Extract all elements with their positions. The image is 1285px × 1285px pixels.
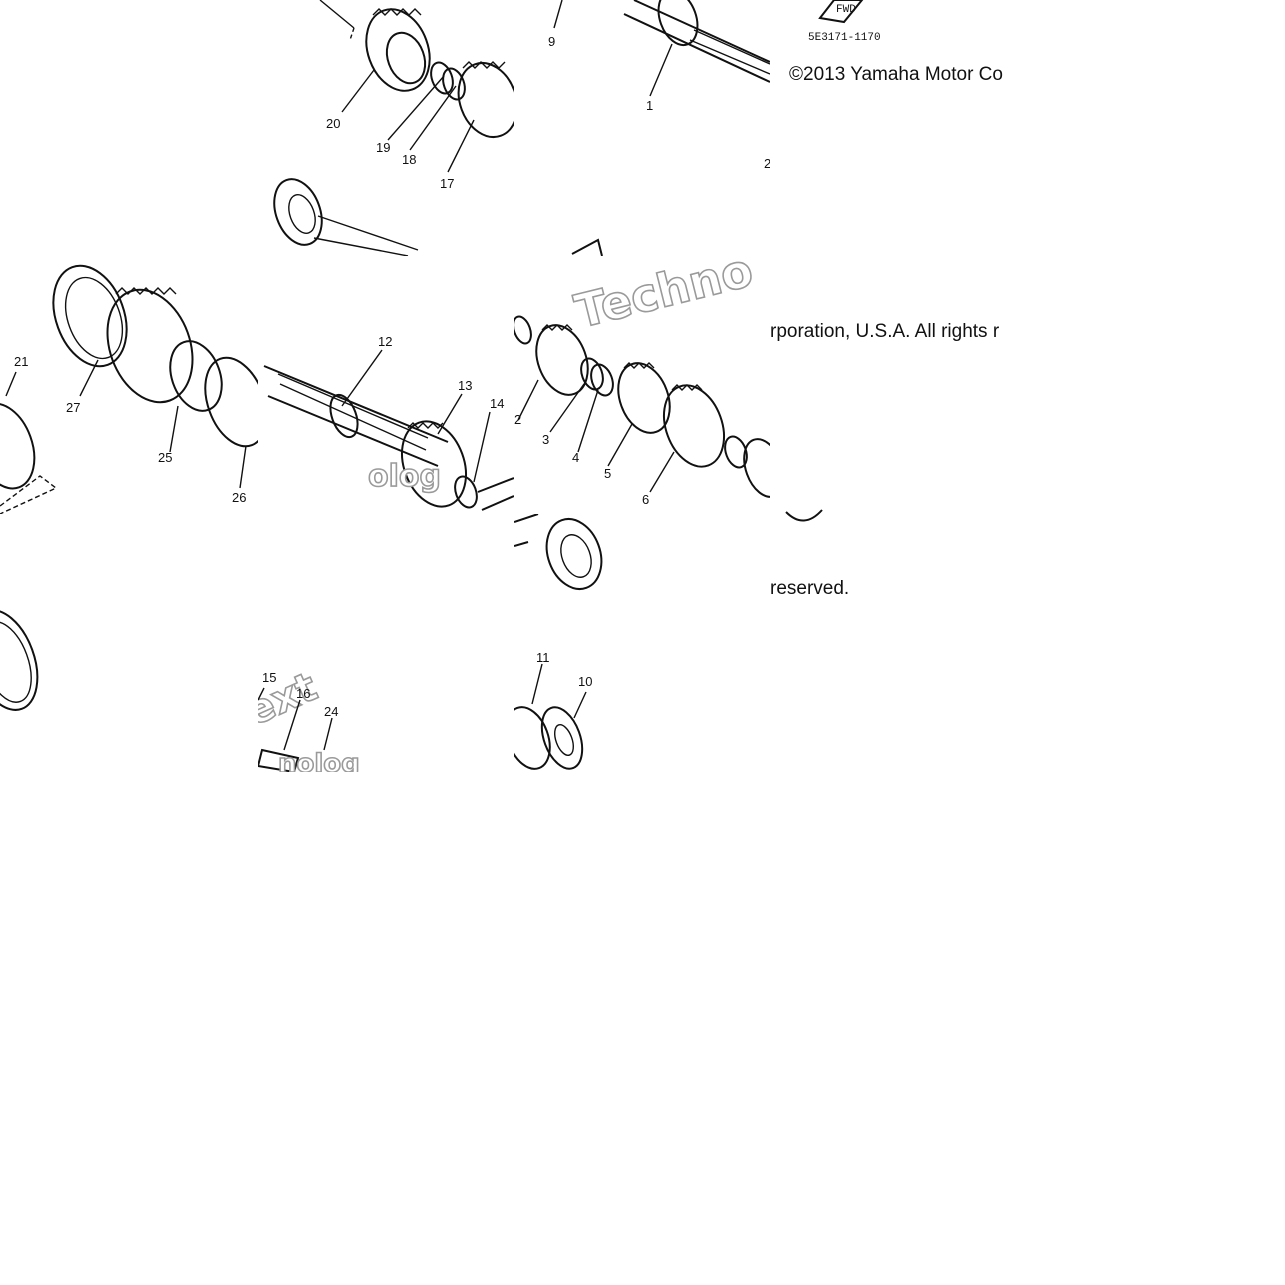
- callout-19: 19: [376, 140, 390, 155]
- callout-3: 3: [542, 432, 549, 447]
- diagram-tile-lower-left: ext 15 16 24 nolog: [258, 514, 362, 772]
- oil-seal-27: [52, 264, 128, 368]
- callout-14: 14: [490, 396, 504, 411]
- callout-10: 10: [578, 674, 592, 689]
- diagram-tile-main-shaft: 12 13 14 olog: [258, 256, 514, 514]
- seal-10: [540, 706, 584, 770]
- gear-20: [365, 8, 431, 92]
- callout-9: 9: [548, 34, 555, 49]
- bearing-upper: [273, 178, 419, 256]
- gear-2: [535, 324, 589, 396]
- diagram-tile-ring-fragment: [770, 490, 830, 530]
- diagram-tile-upper-shaft: 9 1 2: [514, 0, 770, 256]
- callout-18: 18: [402, 152, 416, 167]
- callout-4: 4: [572, 450, 579, 465]
- washer-7: [724, 435, 748, 469]
- clip-4: [590, 363, 614, 397]
- bearing-26: [204, 356, 258, 448]
- callout-27: 27: [66, 400, 80, 415]
- diagram-tile-lower-bearings: 11 10: [514, 514, 614, 772]
- diagram-tile-fwd-mark: FWD 5E3171-1170 7 8: [770, 0, 1026, 256]
- callout-6: 6: [642, 492, 649, 507]
- part-fragment: [571, 238, 603, 256]
- watermark-nolog: nolog: [278, 749, 360, 772]
- callout-26: 26: [232, 490, 246, 505]
- diagram-tile-upper-gears: 20 19 18 17: [258, 0, 514, 256]
- washer-14: [454, 475, 478, 509]
- callout-1: 1: [646, 98, 653, 113]
- gear-13: [401, 420, 467, 508]
- callout-25: 25: [158, 450, 172, 465]
- diagram-tile-countershaft-gears: 27 25 26 21: [0, 256, 258, 514]
- callout-21: 21: [14, 354, 28, 369]
- main-shaft-upper: [623, 0, 770, 83]
- callout-5: 5: [604, 466, 611, 481]
- callout-2-partial: 2: [764, 156, 770, 171]
- callout-24: 24: [324, 704, 338, 719]
- bearing-11: [514, 706, 551, 770]
- gear-17: [457, 61, 514, 138]
- diagram-tile-left-ring: [0, 600, 40, 720]
- watermark-fragment: olog: [368, 459, 441, 494]
- drawing-code: 5E3171-1170: [808, 32, 881, 44]
- copyright-line-3: reserved.: [770, 578, 850, 599]
- callout-17: 17: [440, 176, 454, 191]
- callout-15: 15: [262, 670, 276, 685]
- callout-11: 11: [536, 650, 550, 665]
- callout-13: 13: [458, 378, 472, 393]
- callout-2: 2: [514, 412, 521, 427]
- gear-5: [617, 362, 671, 434]
- fwd-arrow-icon: FWD: [818, 0, 864, 24]
- gear-6: [663, 384, 725, 468]
- washer-3: [580, 357, 604, 391]
- copyright-line-1: ©2013 Yamaha Motor Co: [789, 64, 1003, 85]
- callout-20: 20: [326, 116, 340, 131]
- svg-text:FWD: FWD: [836, 4, 856, 16]
- diagram-tile-drive-gears: Techno 2 3 4: [514, 256, 770, 514]
- gear-21: [0, 402, 36, 490]
- callout-12: 12: [378, 334, 392, 349]
- copyright-line-2: rporation, U.S.A. All rights r: [770, 321, 1000, 342]
- callout-16: 16: [296, 686, 310, 701]
- watermark-techno: Techno: [570, 256, 759, 339]
- bearing-lower: [545, 518, 603, 590]
- shaft-12: [263, 365, 449, 467]
